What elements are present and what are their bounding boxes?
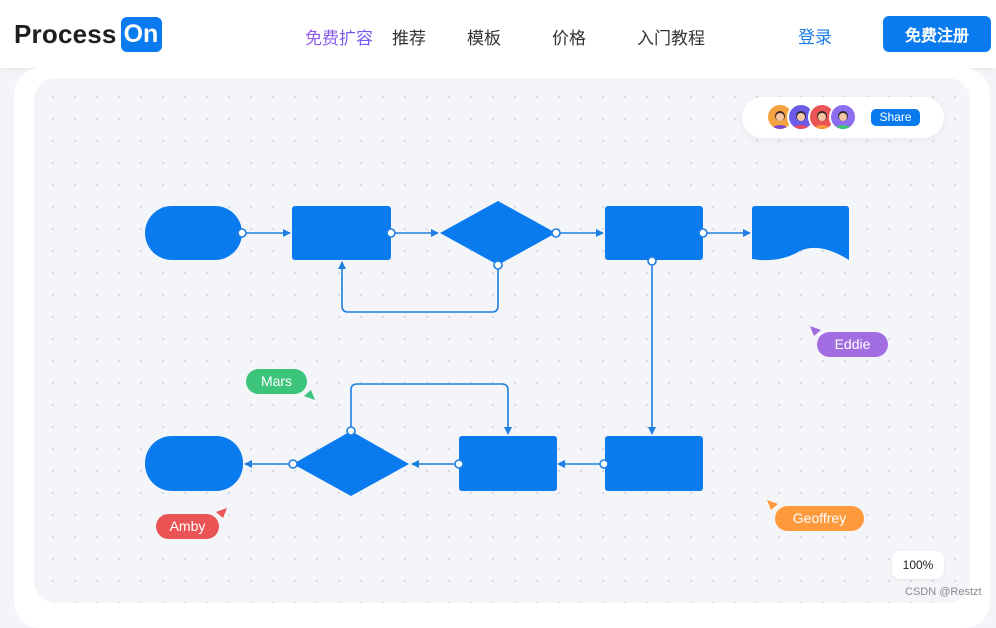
connection-point[interactable] bbox=[237, 228, 247, 238]
connection-point[interactable] bbox=[698, 228, 708, 238]
cursor-arrow-icon bbox=[810, 326, 821, 336]
connection-point[interactable] bbox=[386, 228, 396, 238]
connector-loop-back[interactable] bbox=[338, 261, 499, 313]
start-terminator[interactable] bbox=[145, 206, 242, 260]
process-box-2[interactable] bbox=[605, 206, 703, 260]
cursor-arrow-icon bbox=[767, 500, 778, 510]
share-button[interactable]: Share bbox=[871, 109, 920, 126]
nav-tutorial[interactable]: 入门教程 bbox=[637, 29, 705, 49]
login-link[interactable]: 登录 bbox=[798, 28, 832, 48]
connection-point[interactable] bbox=[288, 459, 298, 469]
process-box-1[interactable] bbox=[292, 206, 391, 260]
connection-point[interactable] bbox=[647, 256, 657, 266]
logo-badge: On bbox=[120, 16, 163, 52]
zoom-level[interactable]: 100% bbox=[892, 551, 944, 579]
connector-decision2-loop[interactable] bbox=[350, 383, 512, 435]
top-header: Process On 免费扩容 推荐 模板 价格 入门教程 登录 免费注册 bbox=[0, 0, 996, 68]
nav-templates[interactable]: 模板 bbox=[467, 29, 501, 49]
watermark: CSDN @Restzt bbox=[905, 586, 982, 598]
nav-recommend[interactable]: 推荐 bbox=[392, 29, 426, 49]
flowchart bbox=[145, 201, 849, 518]
collaborator-tag-eddie: Eddie bbox=[817, 332, 888, 357]
document-shape[interactable] bbox=[752, 206, 849, 261]
cursor-arrow-icon bbox=[216, 508, 227, 518]
logo-text: Process bbox=[14, 18, 117, 49]
decision-diamond-1[interactable] bbox=[440, 201, 556, 265]
nav-pricing[interactable]: 价格 bbox=[552, 29, 586, 49]
nav-free-expand[interactable]: 免费扩容 bbox=[305, 24, 373, 49]
signup-button[interactable]: 免费注册 bbox=[883, 16, 991, 52]
collaborator-tag-geoffrey: Geoffrey bbox=[775, 506, 864, 531]
connectors bbox=[242, 229, 751, 468]
end-terminator[interactable] bbox=[145, 436, 243, 491]
connection-point[interactable] bbox=[493, 260, 503, 270]
connection-points bbox=[237, 228, 708, 469]
share-panel: Share bbox=[742, 97, 944, 138]
connection-point[interactable] bbox=[599, 459, 609, 469]
connection-point[interactable] bbox=[346, 426, 356, 436]
process-box-3[interactable] bbox=[605, 436, 703, 491]
cursor-arrow-icon bbox=[304, 390, 315, 400]
connection-point[interactable] bbox=[551, 228, 561, 238]
process-box-4[interactable] bbox=[459, 436, 557, 491]
decision-diamond-2[interactable] bbox=[293, 431, 409, 496]
processon-logo[interactable]: Process On bbox=[14, 15, 163, 53]
connection-point[interactable] bbox=[454, 459, 464, 469]
avatar-icon[interactable] bbox=[829, 103, 857, 131]
collaborator-tag-amby: Amby bbox=[156, 514, 219, 539]
collaborator-tag-mars: Mars bbox=[246, 369, 307, 394]
